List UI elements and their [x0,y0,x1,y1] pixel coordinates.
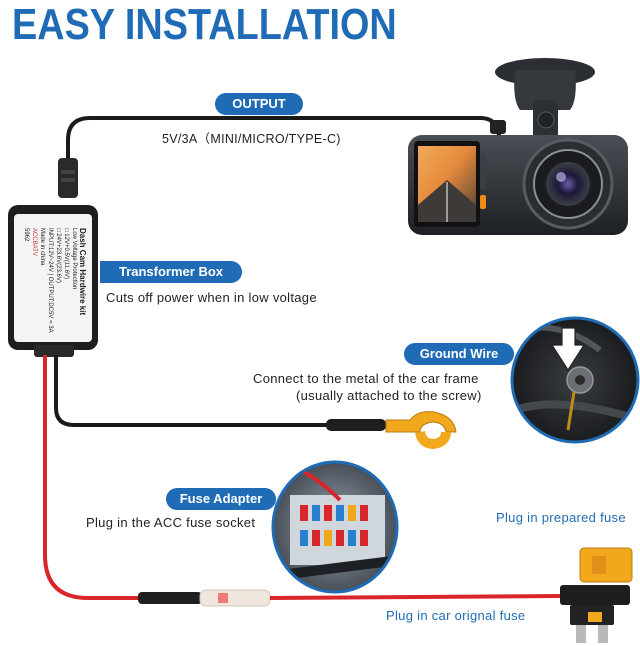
transformer-box-label-print: Dash Cam Hardwire kit Low Voltage Protec… [16,216,90,340]
power-wire [43,355,140,600]
fuse-inset [273,462,397,592]
output-spec: 5V/3A（MINI/MICRO/TYPE-C) [162,132,341,146]
fuse-tap-adapter [560,547,633,643]
ground-arrow [550,327,586,372]
printed-model: Dash Cam Hardwire kit [78,228,87,316]
fuse-adapter-label: Fuse Adapter [166,488,276,510]
page-title: EASY INSTALLATION [12,0,397,49]
printed-spec: INPUT:12V~24V | OUTPUT:DC5V = 3A [47,228,53,333]
printed-protection: Low Voltage Protection [71,228,77,290]
ground-wire-line2: (usually attached to the screw) [296,388,482,403]
printed-brand: ACCBATV [31,228,37,256]
ground-wire-label: Ground Wire [404,343,514,365]
printed-origin: Made in china [39,228,45,266]
dash-cam [408,58,628,235]
printed-code: 5962 [23,228,29,242]
fuse-note-original: Plug in car orignal fuse [386,608,526,623]
transformer-box-description: Cuts off power when in low voltage [106,290,317,305]
printed-line2: □ 24V+23.6V(23.6V) [55,228,61,283]
fuse-adapter-description: Plug in the ACC fuse socket [86,515,256,530]
transformer-box [8,205,98,357]
ground-wire [54,355,330,427]
fuse-note-prepared: Plug in prepared fuse [496,510,626,525]
transformer-box-label: Transformer Box [100,261,242,283]
output-label: OUTPUT [215,93,303,115]
ring-terminal [385,411,457,433]
printed-line1: □ 12V+0.5V(11.6V) [63,228,69,280]
ground-wire-line1: Connect to the metal of the car frame [253,371,479,386]
